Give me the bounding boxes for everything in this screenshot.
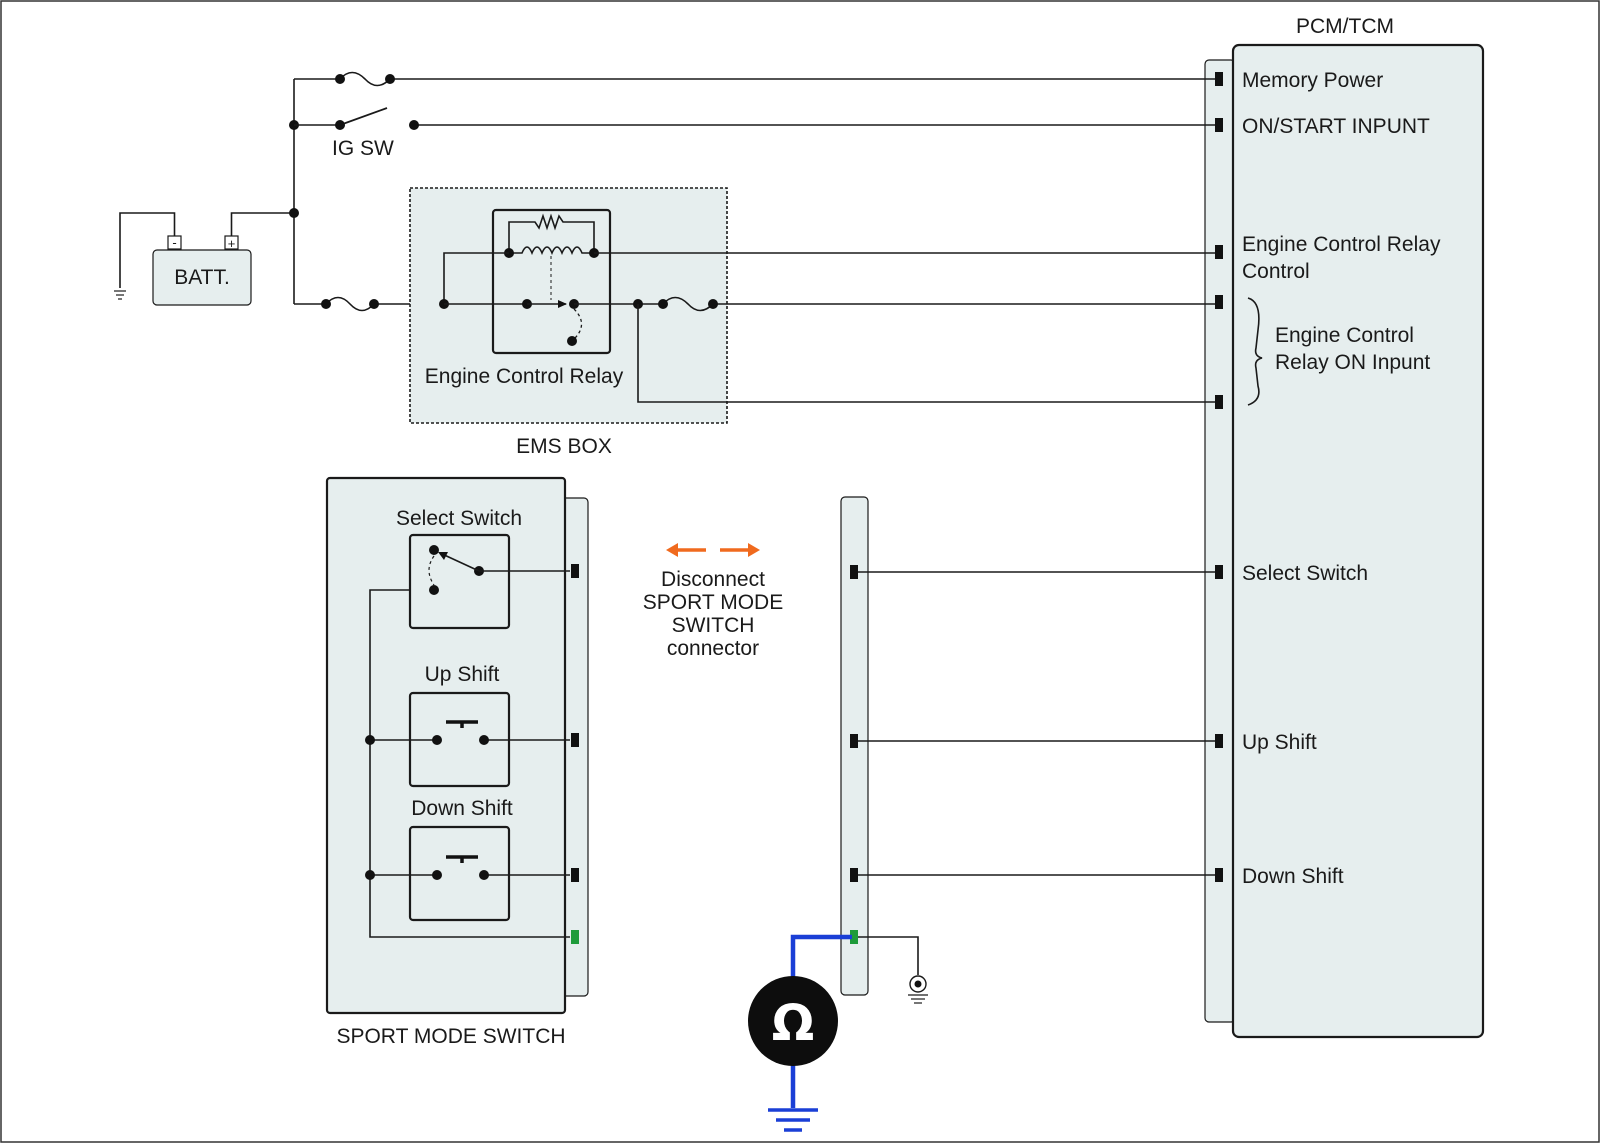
pcm-title: PCM/TCM [1296,15,1394,38]
relay-arm-arrow [558,300,567,308]
ohmmeter-icon [748,976,838,1066]
memory-fuse-icon [339,71,391,87]
sport-pin-ground-test [571,930,579,944]
instruction-line-4: connector [667,637,759,660]
ohmmeter-ground-icon [768,1108,818,1132]
pcm-label-ecr-on-2: Relay ON Inpunt [1275,351,1430,374]
sport-pin-up [571,733,579,747]
pcm-label-ecr-control-2: Control [1242,260,1310,283]
ohmmeter-probe-wire [790,934,852,978]
pcm-pin-memory-power [1215,72,1223,86]
relay-on-second-wire [637,304,1215,403]
pcm-label-up: Up Shift [1242,731,1317,754]
battery-ground-wire [119,212,176,288]
ohmmeter-symbol: Ω [772,994,815,1052]
relay-output-fuse-icon [662,296,714,312]
harness-pin-ground-test [850,930,858,944]
instruction-line-2: SPORT MODE [643,591,783,614]
battery-plus-wire [230,212,294,236]
sport-down-label: Down Shift [411,797,513,820]
pcm-pin-on-start [1215,118,1223,132]
harness-ground-wire [858,936,919,975]
pcm-brace [1247,297,1263,406]
sport-title: SPORT MODE SWITCH [336,1025,565,1048]
disconnect-instruction: Disconnect SPORT MODE SWITCH connector [643,543,783,660]
pcm-pin-ecr-on-2 [1215,395,1223,409]
sport-common-wire [369,589,570,938]
relay-supply-fuse-icon [325,296,375,312]
pcm-pin-select [1215,565,1223,579]
sport-select-label: Select Switch [396,507,522,530]
battery-minus-sign: - [172,235,176,250]
pcm-label-on-start: ON/START INPUNT [1242,115,1430,138]
harness-pin-up [850,734,858,748]
pcm-pin-ecr-on-1 [1215,295,1223,309]
battery-plus-sign: + [228,236,236,251]
ig-sw-icon [339,107,388,126]
pcm-pin-up [1215,734,1223,748]
instruction-line-3: SWITCH [672,614,755,637]
relay-resistor-icon [508,213,595,253]
select-switch-box [408,533,511,630]
select-switch-link [428,555,435,586]
harness-pin-down [850,868,858,882]
down-shift-switch-box [408,825,511,922]
pcm-label-ecr-control-1: Engine Control Relay [1242,233,1441,256]
relay-coil-feed [443,252,509,304]
pcm-pin-ecr-control [1215,245,1223,259]
harness-connector [840,496,1215,1004]
ems-box-title: EMS BOX [516,435,612,458]
pcm-label-down: Down Shift [1242,865,1344,888]
battery [152,249,252,306]
relay-contact-return [571,308,583,342]
select-arm-arrow [438,552,448,560]
harness-pin-select [850,565,858,579]
sport-up-label: Up Shift [425,663,500,686]
sport-mode-switch: SPORT MODE SWITCH Select Switch Up Shift… [325,476,589,1048]
pcm-label-memory-power: Memory Power [1242,69,1383,92]
select-switch-arm [439,552,480,572]
pcm-tcm-module: PCM/TCM Memory Power ON/START INPUNT Eng… [1204,15,1485,1039]
ems-box: EMS BOX Engine Control Relay [409,187,1215,458]
sport-pin-select [571,564,579,578]
pcm-pin-down [1215,868,1223,882]
instruction-line-1: Disconnect [661,568,765,591]
battery-circuit: BATT. - + IG SW [114,71,1215,312]
ohmmeter: Ω [748,934,852,1132]
battery-label: BATT. [174,266,230,289]
pcm-label-ecr-on-1: Engine Control [1275,324,1414,347]
pcm-body [1231,43,1485,1039]
battery-ground-icon [114,290,126,300]
sport-pin-down [571,868,579,882]
relay-coil-icon [509,246,594,256]
up-shift-button-icon [446,720,478,728]
pcm-label-select: Select Switch [1242,562,1368,585]
engine-control-relay-label: Engine Control Relay [425,365,624,388]
ig-sw-label: IG SW [332,137,394,160]
down-shift-button-icon [446,855,478,863]
